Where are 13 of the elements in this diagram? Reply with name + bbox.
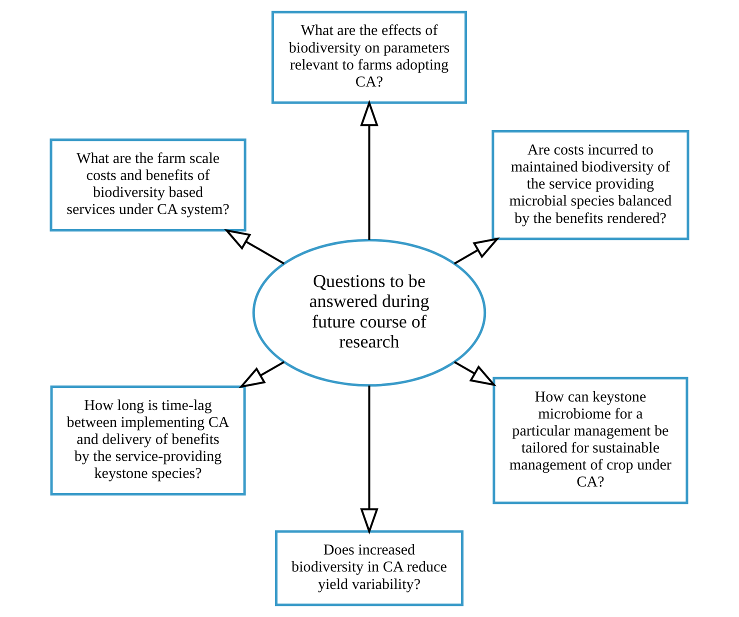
node-box: Does increased biodiversity in CA reduce yield variability? xyxy=(275,530,464,606)
node-box: How can keystone microbiome for a particular management be tailored for sustainable management of crop under CA? xyxy=(492,376,688,504)
arrow xyxy=(224,228,285,264)
arrow xyxy=(454,361,496,386)
node-box: What are the farm scale costs and benefits of biodiversity based services under CA system? xyxy=(50,138,246,232)
arrow xyxy=(360,386,378,534)
arrow xyxy=(238,361,285,388)
arrow xyxy=(360,100,378,240)
arrow xyxy=(454,237,500,264)
node-box: How long is time-lag between implementing CA and delivery of benefits by the service-providing keystone species? xyxy=(50,385,246,496)
node-box: Are costs incurred to maintained biodiversity of the service providing microbial species balanced by the benefits rendered? xyxy=(492,130,690,240)
node-ellipse: Questions to be answered during future course of research xyxy=(252,238,486,387)
node-box: What are the effects of biodiversity on parameters relevant to farms adopting CA? xyxy=(271,10,468,104)
